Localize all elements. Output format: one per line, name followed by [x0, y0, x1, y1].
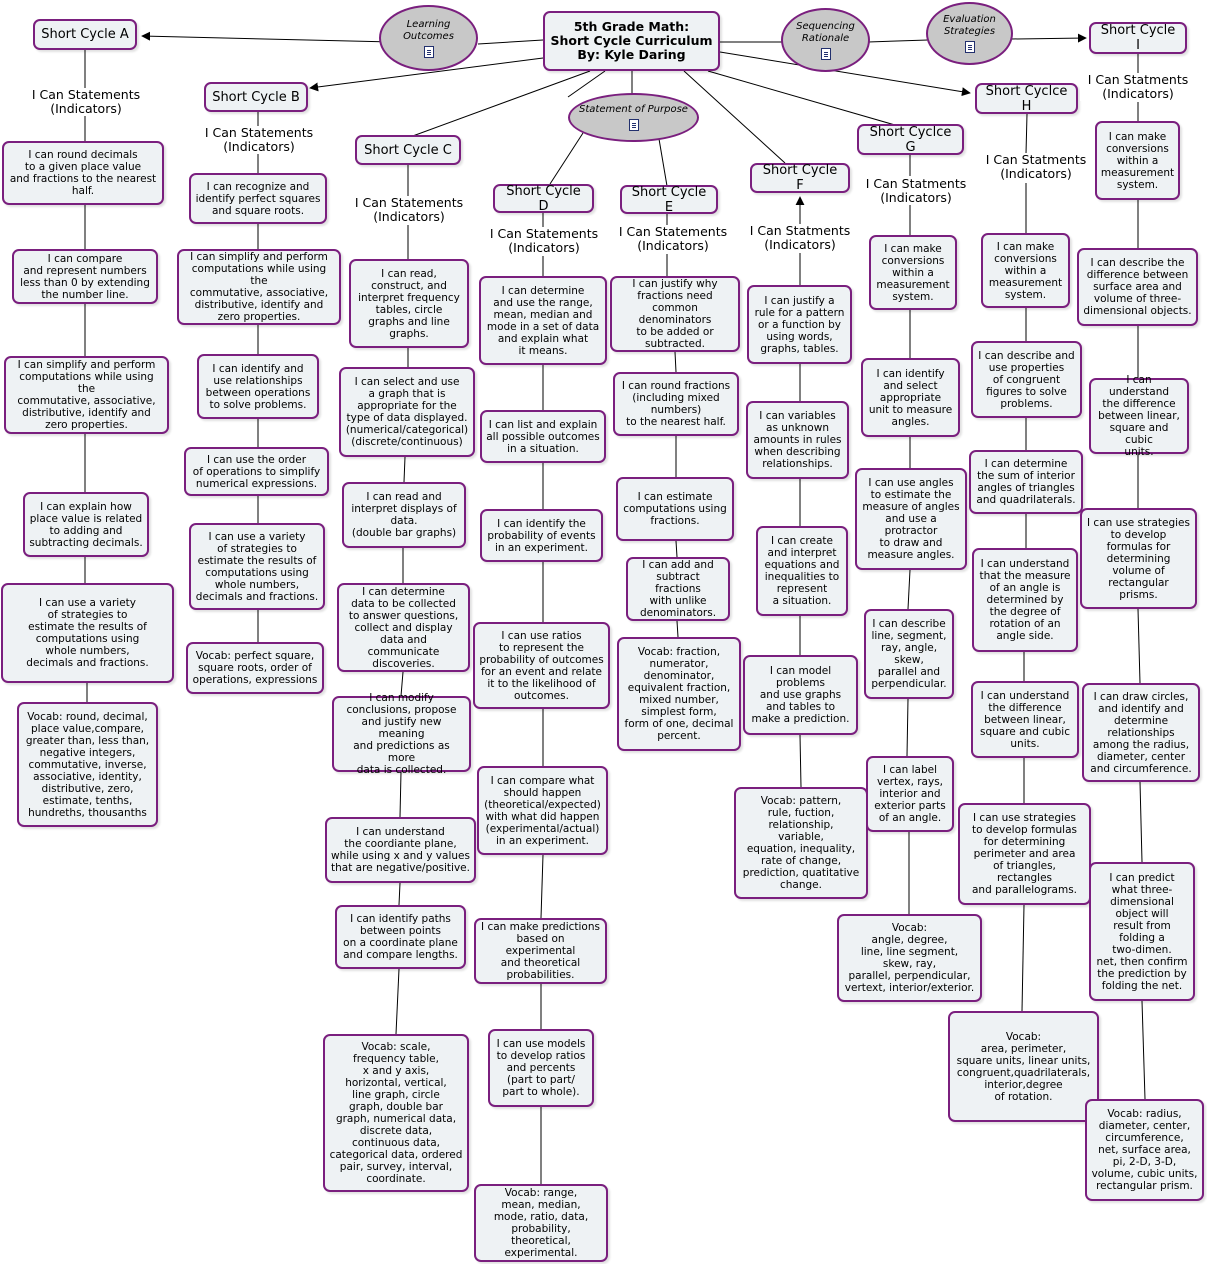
indicator-node[interactable]: I can understand the coordiante plane, w… — [325, 817, 476, 883]
indicator-node[interactable]: I can identify and select appropriate un… — [861, 358, 960, 437]
vocab-node[interactable]: Vocab: scale, frequency table, x and y a… — [323, 1034, 469, 1192]
indicators-label: I Can Statements (Indicators) — [484, 227, 604, 255]
short-cycle-b[interactable]: Short Cycle B — [204, 82, 308, 112]
indicator-node[interactable]: I can variables as unknown amounts in ru… — [746, 401, 849, 479]
short-cycle-i[interactable]: Short Cycle I — [1089, 22, 1187, 54]
indicator-node[interactable]: I can round decimals to a given place va… — [2, 141, 164, 205]
indicator-node[interactable]: I can describe and use properties of con… — [971, 341, 1082, 418]
indicators-label: I Can Statements (Indicators) — [199, 126, 319, 154]
indicator-node[interactable]: I can use models to develop ratios and p… — [488, 1029, 594, 1107]
indicator-node[interactable]: I can identify the probability of events… — [480, 509, 603, 562]
short-cycle-a[interactable]: Short Cycle A — [33, 19, 137, 50]
evaluation-strategies-label: Evaluation Strategies — [943, 14, 996, 37]
indicator-node[interactable]: I can make conversions within a measurem… — [981, 233, 1070, 308]
indicator-node[interactable]: I can select and use a graph that is app… — [339, 367, 475, 457]
document-icon[interactable] — [820, 47, 831, 60]
vocab-node[interactable]: Vocab: area, perimeter, square units, li… — [948, 1011, 1099, 1122]
indicator-node[interactable]: I can describe line, segment, ray, angle… — [864, 609, 954, 699]
short-cycle-h[interactable]: Short Cyclce H — [975, 83, 1078, 114]
sequencing-rationale-label: Sequencing Rationale — [796, 20, 855, 44]
short-cycle-e[interactable]: Short Cycle E — [620, 185, 718, 215]
learning-outcomes-oval[interactable]: Learning Outcomes — [379, 5, 478, 71]
evaluation-strategies-oval[interactable]: Evaluation Strategies — [926, 2, 1013, 65]
vocab-node[interactable]: Vocab: radius, diameter, center, circumf… — [1085, 1099, 1204, 1201]
indicator-node[interactable]: I can compare what should happen (theore… — [477, 766, 608, 855]
indicator-node[interactable]: I can understand that the measure of an … — [972, 548, 1078, 652]
indicator-node[interactable]: I can understand the difference between … — [1089, 374, 1189, 458]
short-cycle-d[interactable]: Short Cycle D — [493, 184, 594, 214]
indicator-node[interactable]: I can read, construct, and interpret fre… — [349, 259, 469, 348]
vocab-node[interactable]: Vocab: fraction, numerator, denominator,… — [617, 637, 741, 751]
vocab-node[interactable]: Vocab: perfect square, square roots, ord… — [186, 642, 324, 694]
vocab-node[interactable]: Vocab: range, mean, median, mode, ratio,… — [474, 1184, 608, 1262]
indicator-node[interactable]: I can describe the difference between su… — [1077, 248, 1198, 326]
indicators-label: I Can Statments (Indicators) — [978, 153, 1094, 181]
indicator-node[interactable]: I can determine and use the range, mean,… — [479, 276, 607, 365]
statement-of-purpose-oval[interactable]: Statement of Purpose — [568, 93, 699, 142]
indicator-node[interactable]: I can list and explain all possible outc… — [480, 410, 606, 463]
indicators-label: I Can Statments (Indicators) — [742, 224, 858, 252]
indicator-node[interactable]: I can use strategies to develop formulas… — [958, 803, 1091, 905]
indicators-label: I Can Statements (Indicators) — [349, 196, 469, 224]
indicator-node[interactable]: I can estimate computations using fracti… — [616, 477, 734, 541]
indicator-node[interactable]: I can make conversions within a measurem… — [869, 235, 957, 310]
vocab-node[interactable]: Vocab: angle, degree, line, line segment… — [837, 914, 982, 1002]
indicator-node[interactable]: I can identify and use relationships bet… — [197, 354, 319, 419]
indicator-node[interactable]: I can explain how place value is related… — [23, 492, 149, 557]
indicators-label: I Can Statments (Indicators) — [1080, 73, 1196, 101]
indicator-node[interactable]: I can recognize and identify perfect squ… — [189, 173, 327, 224]
indicator-node[interactable]: I can simplify and perform computations … — [4, 356, 169, 434]
document-icon[interactable] — [964, 41, 975, 53]
vocab-node[interactable]: Vocab: round, decimal, place value,compa… — [17, 702, 158, 827]
indicator-node[interactable]: I can compare and represent numbers less… — [12, 249, 158, 304]
indicator-node[interactable]: I can understand the difference between … — [971, 681, 1079, 758]
document-icon[interactable] — [628, 119, 639, 131]
indicator-node[interactable]: I can round fractions (including mixed n… — [613, 372, 739, 436]
learning-outcomes-label: Learning Outcomes — [403, 18, 454, 42]
indicator-node[interactable]: I can make conversions within a measurem… — [1095, 121, 1180, 200]
document-icon[interactable] — [423, 45, 434, 58]
statement-of-purpose-label: Statement of Purpose — [579, 104, 688, 115]
indicator-node[interactable]: I can make predictions based on experime… — [474, 918, 607, 984]
map-title: 5th Grade Math: Short Cycle Curriculum B… — [543, 11, 720, 71]
indicator-node[interactable]: I can use ratios to represent the probab… — [473, 622, 610, 709]
indicator-node[interactable]: I can predict what three- dimensional ob… — [1089, 862, 1195, 1001]
indicator-node[interactable]: I can use a variety of strategies to est… — [1, 583, 174, 683]
short-cycle-g[interactable]: Short Cyclce G — [857, 124, 964, 155]
indicator-node[interactable]: I can model problems and use graphs and … — [743, 655, 858, 735]
indicator-node[interactable]: I can use angles to estimate the measure… — [855, 468, 967, 570]
short-cycle-c[interactable]: Short Cycle C — [355, 135, 461, 165]
indicator-node[interactable]: I can justify why fractions need common … — [610, 276, 740, 352]
indicator-node[interactable]: I can determine the sum of interior angl… — [969, 450, 1083, 514]
indicator-node[interactable]: I can determine data to be collected to … — [337, 583, 470, 672]
indicator-node[interactable]: I can modify conclusions, propose and ju… — [332, 692, 471, 776]
indicators-label: I Can Statements (Indicators) — [26, 88, 146, 116]
indicator-node[interactable]: I can use the order of operations to sim… — [184, 447, 329, 496]
indicators-label: I Can Statements (Indicators) — [613, 225, 733, 253]
indicator-node[interactable]: I can use a variety of strategies to est… — [189, 523, 325, 610]
indicator-node[interactable]: I can justify a rule for a pattern or a … — [747, 285, 852, 364]
sequencing-rationale-oval[interactable]: Sequencing Rationale — [781, 8, 870, 72]
indicator-node[interactable]: I can create and interpret equations and… — [756, 526, 848, 616]
indicator-node[interactable]: I can read and interpret displays of dat… — [342, 482, 466, 548]
indicator-node[interactable]: I can add and subtract fractions with un… — [626, 557, 730, 621]
indicator-node[interactable]: I can identify paths between points on a… — [335, 905, 466, 969]
indicator-node[interactable]: I can use strategies to develop formulas… — [1080, 508, 1197, 609]
indicator-node[interactable]: I can simplify and perform computations … — [177, 249, 341, 325]
indicator-node[interactable]: I can label vertex, rays, interior and e… — [866, 756, 954, 832]
short-cycle-f[interactable]: Short Cycle F — [750, 163, 850, 193]
indicators-label: I Can Statments (Indicators) — [858, 177, 974, 205]
vocab-node[interactable]: Vocab: pattern, rule, fuction, relations… — [734, 787, 868, 899]
indicator-node[interactable]: I can draw circles, and identify and det… — [1082, 683, 1200, 782]
